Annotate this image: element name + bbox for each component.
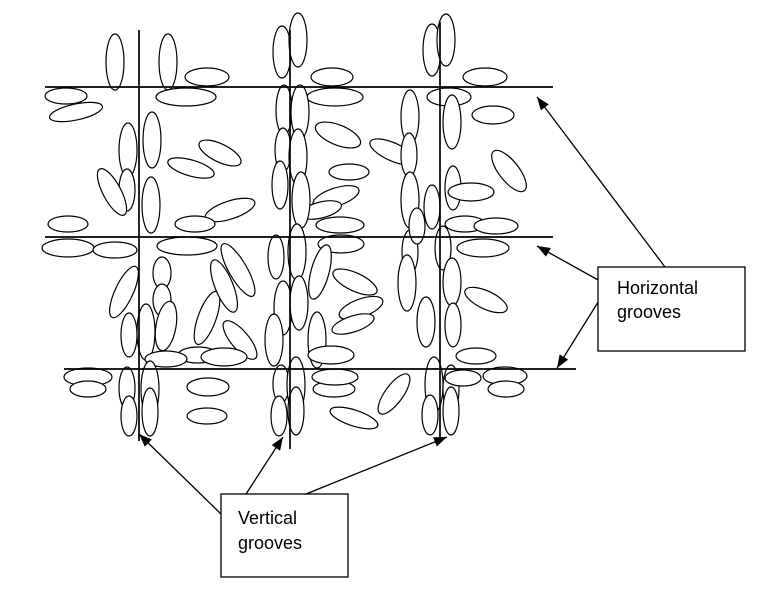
ellipse-particle bbox=[174, 215, 216, 233]
ellipse-particle bbox=[308, 244, 332, 300]
ellipse-particle bbox=[462, 67, 508, 87]
ellipse-particle bbox=[329, 406, 379, 430]
ellipse-particle bbox=[271, 160, 289, 210]
ellipse-particle bbox=[41, 238, 95, 258]
ellipse-particle bbox=[69, 380, 107, 398]
ellipse-particle bbox=[464, 286, 508, 314]
ellipse-particle bbox=[487, 380, 525, 398]
ellipse-particle bbox=[456, 238, 510, 258]
ellipse-particle bbox=[444, 302, 462, 348]
ellipse-particle bbox=[209, 259, 239, 313]
ellipse-particle bbox=[311, 368, 359, 386]
ellipse-particle bbox=[156, 236, 218, 256]
ellipse-particle bbox=[186, 407, 228, 425]
ellipse-particle bbox=[310, 67, 354, 87]
ellipse-particle bbox=[144, 350, 188, 368]
ellipse-particle bbox=[184, 67, 230, 87]
ellipse-particle bbox=[44, 87, 88, 105]
ellipse-particle bbox=[142, 111, 162, 169]
arrow-to-middle-horizontal-groove bbox=[536, 245, 601, 282]
vertical-grooves-label: Vertical grooves bbox=[238, 508, 302, 553]
callout-arrows bbox=[138, 96, 666, 515]
ellipse-particle bbox=[455, 347, 497, 365]
ellipse-particle bbox=[120, 312, 138, 358]
horizontal-grooves-label: Horizontal grooves bbox=[617, 278, 703, 322]
arrow-to-middle-vertical-groove bbox=[245, 436, 284, 495]
ellipse-particle bbox=[47, 215, 89, 233]
ellipse-particle bbox=[287, 386, 305, 436]
ellipse-particle bbox=[447, 182, 495, 202]
ellipse-particle bbox=[105, 33, 125, 91]
ellipse-particle bbox=[377, 373, 411, 415]
horizontal-grooves-box bbox=[597, 266, 746, 352]
ellipse-particle bbox=[155, 87, 217, 107]
ellipse-particle bbox=[416, 296, 436, 348]
ellipse-particle bbox=[315, 216, 365, 234]
ellipse-particle bbox=[408, 207, 426, 245]
ellipse-particle bbox=[222, 320, 258, 360]
ellipse-particle bbox=[200, 347, 248, 367]
ellipse-particle bbox=[444, 369, 482, 387]
ellipse-particle bbox=[158, 33, 178, 91]
ellipse-particle bbox=[92, 241, 138, 259]
ellipse-particle bbox=[473, 217, 519, 235]
ellipse-particle bbox=[314, 121, 362, 149]
ellipse-particle bbox=[120, 395, 138, 437]
ellipse-particle bbox=[442, 94, 462, 150]
ellipse-particle bbox=[96, 168, 128, 216]
ellipse-particle bbox=[186, 377, 230, 397]
ellipse-particle bbox=[491, 149, 527, 193]
ellipse-particle bbox=[288, 12, 308, 68]
ellipse-particle bbox=[272, 25, 292, 79]
ellipse-particle bbox=[167, 157, 215, 179]
ellipse-particle bbox=[423, 184, 441, 230]
ellipse-particle bbox=[442, 257, 462, 307]
ellipse-particle bbox=[141, 387, 159, 437]
arrow-to-right-vertical-groove bbox=[305, 436, 448, 495]
ellipse-particle bbox=[442, 386, 460, 436]
ellipse-particle bbox=[400, 132, 418, 178]
ellipse-particle bbox=[471, 105, 515, 125]
ellipse-particle bbox=[397, 254, 417, 312]
ellipse-particle bbox=[306, 87, 364, 107]
ellipse-particle bbox=[141, 176, 161, 234]
ellipse-particle bbox=[267, 234, 285, 280]
ellipse-particle bbox=[264, 313, 284, 367]
ellipse-particle bbox=[289, 275, 309, 331]
arrow-to-top-horizontal-groove bbox=[536, 96, 666, 268]
ellipse-particle bbox=[198, 139, 242, 167]
vertical-grooves-box bbox=[220, 493, 349, 578]
ellipse-particle bbox=[421, 394, 439, 436]
ellipse-particle bbox=[331, 313, 375, 335]
ellipse-particle bbox=[270, 395, 288, 437]
arrow-to-left-vertical-groove bbox=[138, 433, 222, 515]
ellipse-particle bbox=[291, 171, 311, 229]
ellipse-particle bbox=[328, 163, 370, 181]
ellipse-particle bbox=[220, 243, 256, 297]
ellipse-particle bbox=[436, 13, 456, 67]
ellipse-particle bbox=[48, 101, 104, 123]
ellipse-particle bbox=[307, 345, 355, 365]
ellipse-particle bbox=[109, 265, 139, 319]
ellipse-particle bbox=[332, 268, 378, 296]
arrow-to-bottom-horizontal-groove bbox=[556, 298, 601, 369]
ellipse-particles bbox=[41, 12, 528, 437]
groove-lines bbox=[45, 22, 576, 449]
